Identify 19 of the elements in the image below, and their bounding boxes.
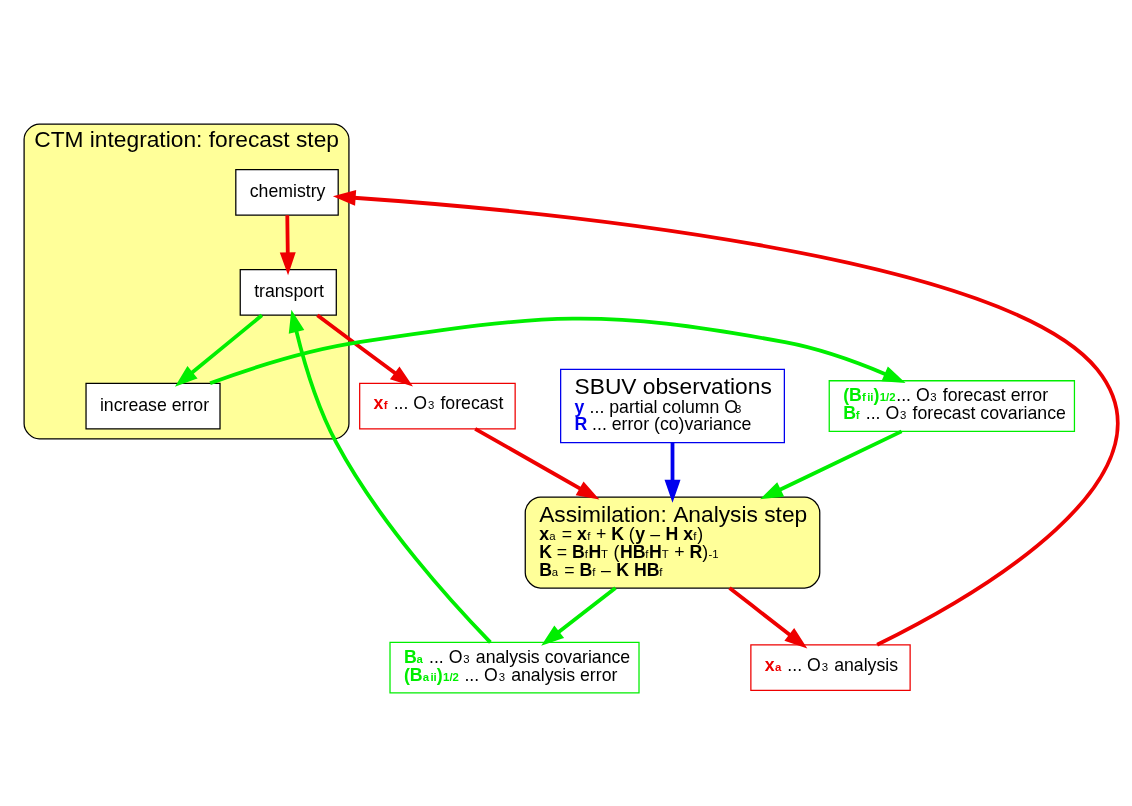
arrow xyxy=(174,313,264,387)
node-box: transport xyxy=(239,268,337,316)
node-box: Ba ... O3 analysis covariance (Baii)1/2 ... O3 analysis error xyxy=(389,641,640,694)
arrow xyxy=(316,313,413,387)
arrow xyxy=(728,586,808,648)
arrow xyxy=(474,426,600,500)
arrow xyxy=(288,309,492,644)
arrow xyxy=(279,214,296,275)
node-box: xa ... O3 analysis xyxy=(750,643,911,691)
node-box: xf ... O3 forecast xyxy=(359,382,516,429)
arrow xyxy=(209,316,906,385)
arrow xyxy=(541,586,617,646)
node-box: increase error xyxy=(85,382,221,429)
arrow xyxy=(332,189,1119,646)
node-box: chemistry xyxy=(235,168,339,216)
arrow xyxy=(760,429,903,499)
node-box: Assimilation: Analysis step xa = xf + K (y – H xf) K = BfHT (HBfHT + R)-1 Ba = Bf – K HBf xyxy=(524,495,821,589)
arrow xyxy=(664,442,681,503)
node-box: (Bfii)1/2... O3 forecast error Bf ... O3 forecast covariance xyxy=(828,379,1076,432)
